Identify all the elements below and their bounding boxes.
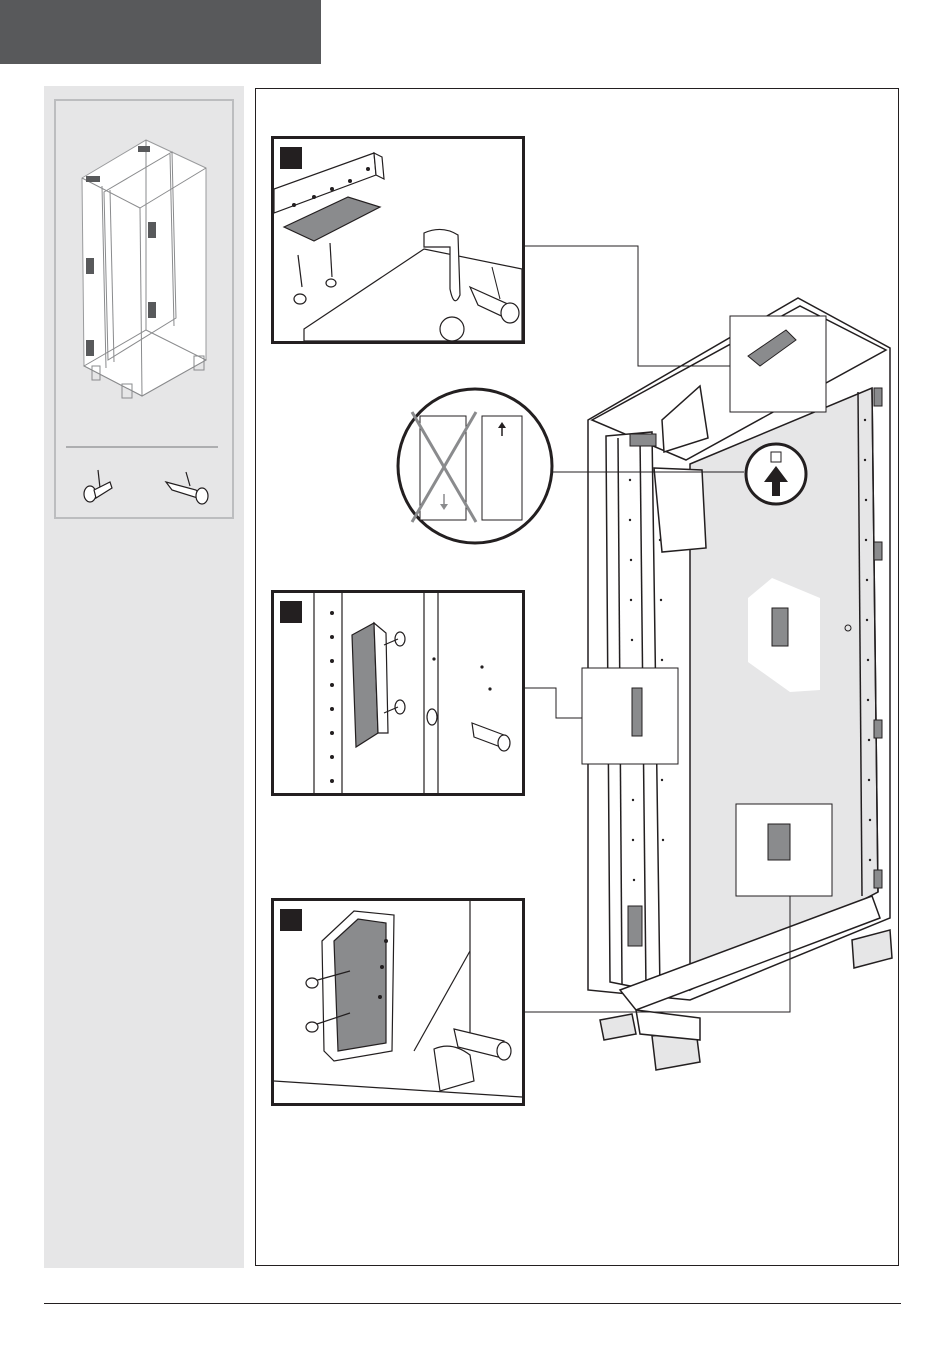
step-2-box — [271, 590, 525, 796]
middle-bracket-detail — [274, 593, 522, 793]
step-1-box — [271, 136, 525, 344]
footer-rule — [44, 1303, 901, 1304]
header-band — [0, 0, 321, 64]
step-3-box — [271, 898, 525, 1106]
top-bracket-detail — [274, 139, 522, 341]
overview-card — [54, 99, 234, 519]
bottom-bracket-detail — [274, 901, 522, 1103]
